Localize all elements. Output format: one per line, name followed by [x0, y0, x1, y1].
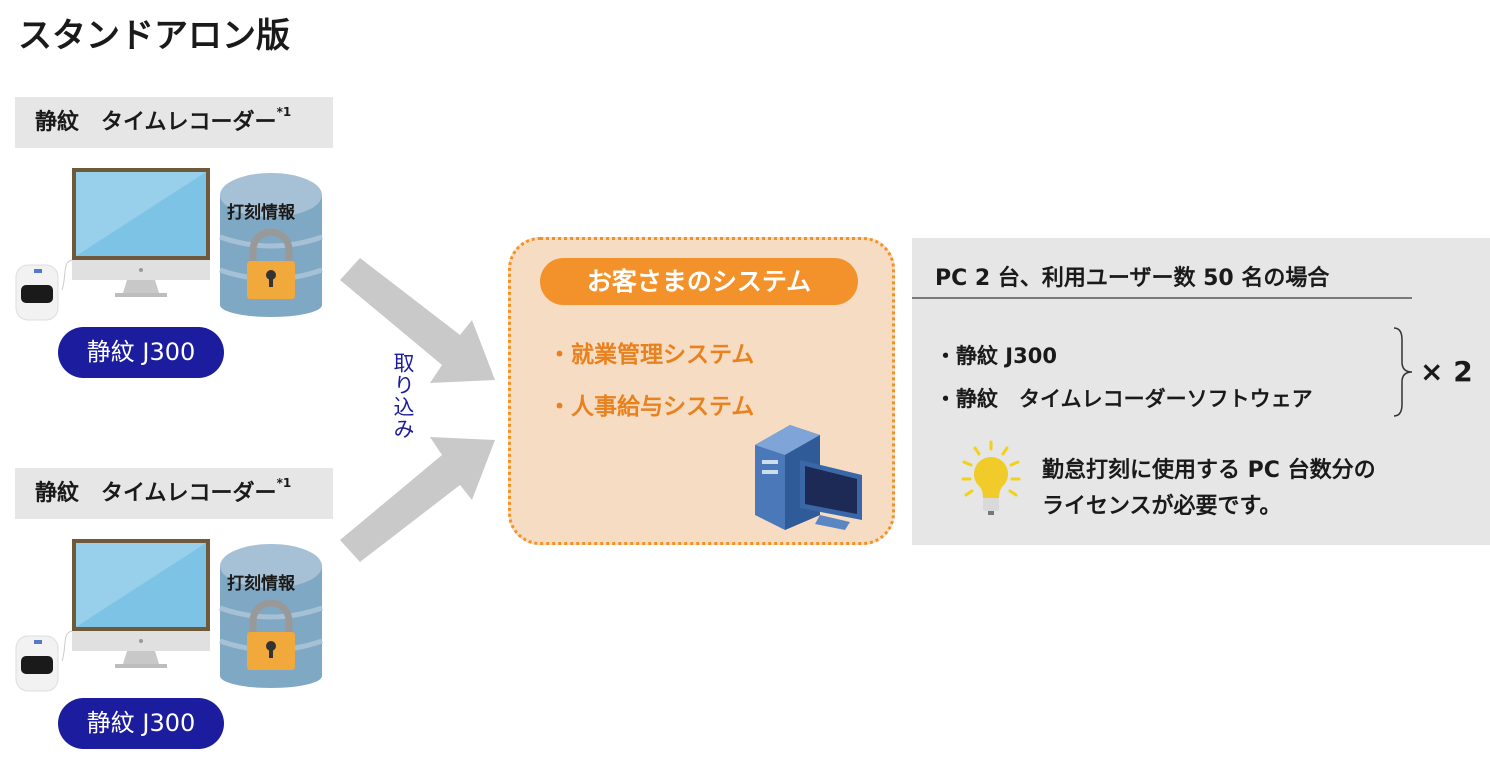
- page-title: スタンドアロン版: [18, 16, 290, 56]
- desktop-computer-icon: [755, 425, 862, 530]
- db-label: 打刻情報: [227, 203, 295, 223]
- fingerprint-scanner-icon: [15, 259, 73, 321]
- fingerprint-scanner-icon: [15, 630, 73, 692]
- customer-system-item: ・人事給与システム: [548, 394, 755, 420]
- arrow-upper-icon: [340, 258, 495, 383]
- license-item: ・静紋 J300: [935, 344, 1057, 368]
- db-label: 打刻情報: [227, 574, 295, 594]
- import-label: 取り込み: [391, 352, 415, 440]
- license-panel: [912, 238, 1490, 545]
- group-label-text: 静紋 タイムレコーダー: [35, 481, 277, 506]
- monitor-icon: [72, 168, 210, 297]
- customer-system-title: お客さまのシステム: [540, 258, 858, 305]
- license-note-line: ライセンスが必要です。: [1042, 494, 1282, 519]
- pc-scanner-db-illustration: [15, 168, 323, 321]
- group-label-text: 静紋 タイムレコーダー: [35, 110, 277, 135]
- license-item: ・静紋 タイムレコーダーソフトウェア: [935, 387, 1313, 411]
- brace-icon: [1393, 327, 1413, 417]
- import-arrows: [340, 258, 495, 562]
- pc-scanner-db-illustration: [15, 539, 323, 692]
- database-lock-icon: [219, 544, 323, 688]
- footnote-mark: *1: [276, 105, 292, 119]
- device-badge: 静紋 J300: [58, 698, 224, 749]
- panel-heading: PC 2 台、利用ユーザー数 50 名の場合: [935, 266, 1330, 291]
- license-note-line: 勤怠打刻に使用する PC 台数分の: [1042, 458, 1376, 483]
- group-label: 静紋 タイムレコーダー*1: [15, 97, 333, 148]
- device-badge: 静紋 J300: [58, 327, 224, 378]
- lightbulb-icon: [961, 440, 1021, 515]
- monitor-icon: [72, 539, 210, 668]
- multiplier: × 2: [1420, 355, 1473, 388]
- divider: [912, 297, 1412, 299]
- footnote-mark: *1: [276, 476, 292, 490]
- arrow-lower-icon: [340, 437, 495, 562]
- database-lock-icon: [219, 173, 323, 317]
- group-label: 静紋 タイムレコーダー*1: [15, 468, 333, 519]
- customer-system-item: ・就業管理システム: [548, 342, 755, 368]
